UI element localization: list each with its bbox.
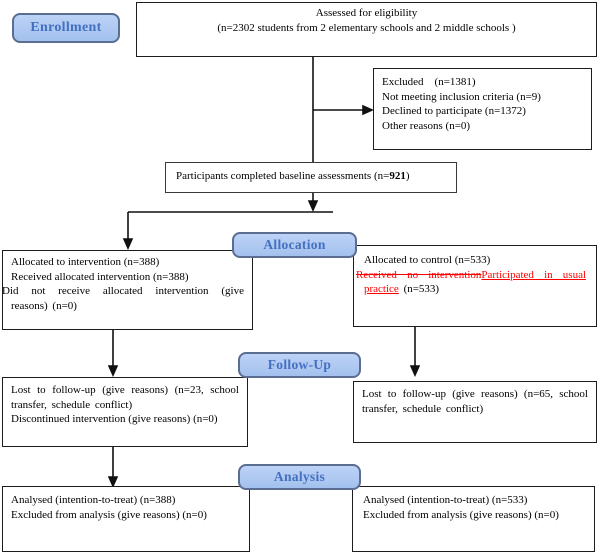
analysis-intervention-box: Analysed (intention-to-treat) (n=388) Ex… [2, 486, 250, 552]
assessed-box: Assessed for eligibility (n=2302 student… [136, 2, 597, 57]
excluded-box: Excluded (n=1381) Not meeting inclusion … [373, 68, 592, 150]
assessed-title: Assessed for eligibility [315, 7, 418, 19]
excluded-item: Not meeting inclusion criteria (n=9) [382, 90, 541, 103]
baseline-n: 921 [389, 170, 406, 182]
excluded-item: Other reasons (n=0) [382, 119, 471, 132]
analysis-left-line2: Excluded from analysis (give reasons) (n… [11, 508, 207, 521]
baseline-text: Participants completed baseline assessme… [176, 169, 446, 184]
allocation-left-line2: Received allocated intervention (n=388) [11, 270, 189, 283]
allocation-right-line1: Allocated to control (n=533) [364, 254, 491, 266]
analysis-right-line2: Excluded from analysis (give reasons) (n… [363, 508, 559, 521]
baseline-prefix: Participants completed baseline assessme… [176, 170, 390, 182]
arrowhead-baseline-branch [307, 200, 319, 212]
arrowhead-allocation-left [122, 238, 134, 250]
stage-label-analysis: Analysis [238, 464, 361, 490]
excluded-header: Excluded (n=1381) [382, 76, 476, 88]
analysis-left-line1: Analysed (intention-to-treat) (n=388) [11, 494, 176, 506]
analysis-right-line1: Analysed (intention-to-treat) (n=533) [363, 494, 528, 506]
arrowhead-excluded [362, 104, 374, 116]
baseline-suffix: ) [405, 170, 410, 182]
stage-label-follow-up: Follow-Up [238, 352, 361, 378]
arrowhead-followup-left [107, 365, 119, 377]
followup-left-line2: Discontinued intervention (give reasons)… [11, 413, 218, 426]
assessed-detail: (n=2302 students from 2 elementary schoo… [217, 21, 516, 34]
baseline-box: Participants completed baseline assessme… [165, 162, 457, 193]
followup-right-line1: Lost to follow-up (give reasons) (n=65, … [362, 388, 588, 415]
arrowhead-analysis-left [107, 476, 119, 488]
followup-control-box: Lost to follow-up (give reasons) (n=65, … [353, 381, 597, 443]
followup-left-line1: Lost to follow-up (give reasons) (n=23, … [11, 384, 239, 411]
allocation-right-edited-line: Received no interventionParticipated in … [356, 268, 587, 297]
analysis-control-box: Analysed (intention-to-treat) (n=533) Ex… [352, 486, 595, 552]
followup-intervention-box: Lost to follow-up (give reasons) (n=23, … [2, 377, 248, 447]
allocation-left-line3: Did not receive allocated intervention (… [2, 285, 244, 312]
allocation-intervention-box: Allocated to intervention (n=388) Receiv… [2, 250, 253, 330]
struck-text: Received no intervention [356, 268, 482, 281]
allocation-left-line1: Allocated to intervention (n=388) [11, 256, 160, 268]
replacement-text: Participated in usual practice [364, 268, 587, 296]
stage-label-allocation: Allocation [232, 232, 357, 258]
tail-text: (n=533) [398, 283, 440, 296]
arrowhead-followup-right [409, 365, 421, 377]
allocation-control-box: Allocated to control (n=533) Received no… [353, 245, 597, 327]
stage-label-enrollment: Enrollment [12, 13, 120, 43]
excluded-item: Declined to participate (n=1372) [382, 105, 526, 118]
